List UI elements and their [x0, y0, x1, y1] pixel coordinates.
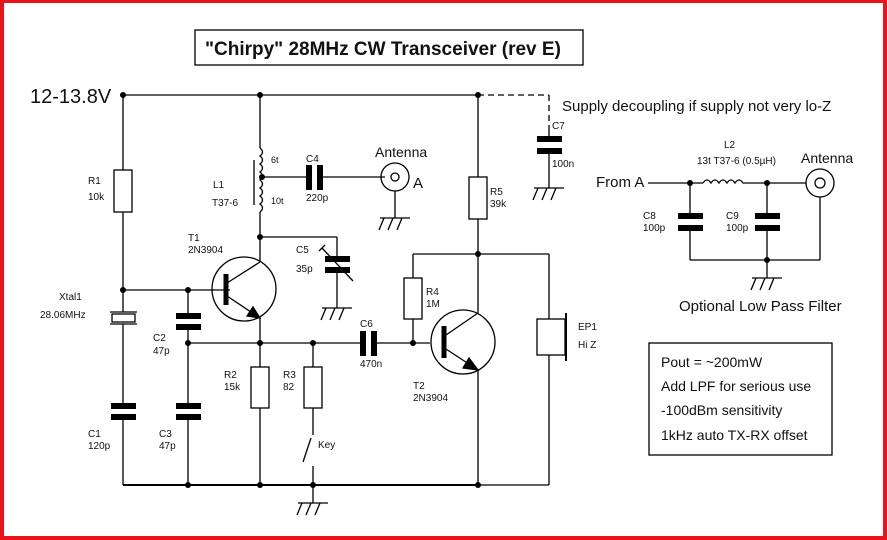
- ep1-value: Hi Z: [578, 340, 596, 351]
- junction-dots: [120, 92, 770, 488]
- spec-line: Add LPF for serious use: [661, 378, 811, 394]
- l2-value: 13t T37-6 (0.5µH): [697, 156, 776, 167]
- c4-value: 220p: [306, 193, 329, 204]
- c5-ref: C5: [296, 245, 309, 256]
- ep1-ref: EP1: [578, 322, 597, 333]
- r3-resistor: [303, 366, 323, 409]
- c9-value: 100p: [726, 223, 749, 234]
- r4-ref: R4: [426, 287, 439, 298]
- antenna-marker-a: A: [413, 175, 423, 192]
- c3-ref: C3: [159, 429, 172, 440]
- lpf-antenna-label: Antenna: [801, 150, 853, 166]
- r2-ref: R2: [224, 370, 237, 381]
- c9-capacitor: [755, 213, 780, 231]
- c3-value: 47p: [159, 441, 176, 452]
- xtal1-ref: Xtal1: [59, 292, 82, 303]
- specs-box: [648, 342, 833, 456]
- t2-transistor: [430, 309, 496, 375]
- spec-line: 1kHz auto TX-RX offset: [661, 427, 808, 443]
- c8-capacitor: [678, 213, 703, 231]
- key-switch: [302, 437, 312, 463]
- spec-line: Pout = ~200mW: [661, 354, 763, 370]
- c5-value: 35p: [296, 264, 313, 275]
- c7-value: 100n: [552, 159, 574, 170]
- l1-ref: L1: [213, 180, 225, 191]
- c4-ref: C4: [306, 154, 319, 165]
- t1-transistor: [211, 256, 277, 322]
- from-a-label: From A: [596, 174, 644, 191]
- r1-resistor: [113, 169, 133, 213]
- ep1-earphone: [536, 318, 566, 356]
- l1-tap-lower: 10t: [271, 196, 284, 206]
- antenna-label-main: Antenna: [375, 144, 427, 160]
- frame-top-border: [0, 0, 887, 3]
- c1-capacitor: [111, 403, 136, 420]
- r5-value: 39k: [490, 199, 507, 210]
- r2-value: 15k: [224, 382, 241, 393]
- c2-value: 47p: [153, 346, 170, 357]
- r4-resistor: [403, 277, 423, 320]
- r5-ref: R5: [490, 187, 503, 198]
- r2-resistor: [250, 366, 270, 409]
- r1-ref: R1: [88, 176, 101, 187]
- t1-value: 2N3904: [188, 245, 223, 256]
- key-label: Key: [318, 440, 335, 451]
- spec-line: -100dBm sensitivity: [661, 402, 782, 418]
- r5-resistor: [468, 176, 488, 220]
- antenna-connector-lpf: [805, 168, 835, 198]
- c1-ref: C1: [88, 429, 101, 440]
- decoupling-note: Supply decoupling if supply not very lo-…: [562, 98, 831, 115]
- xtal1-crystal: [111, 313, 136, 323]
- c8-ref: C8: [643, 211, 656, 222]
- l1-inductor: [258, 147, 264, 213]
- r4-value: 1M: [426, 299, 440, 310]
- c1-value: 120p: [88, 441, 111, 452]
- lpf-caption: Optional Low Pass Filter: [679, 298, 842, 315]
- r3-ref: R3: [283, 370, 296, 381]
- r1-value: 10k: [88, 192, 105, 203]
- l2-inductor: [702, 179, 753, 185]
- c2-ref: C2: [153, 333, 166, 344]
- c4-capacitor: [306, 165, 323, 190]
- title-text: "Chirpy" 28MHz CW Transceiver (rev E): [205, 39, 561, 60]
- c3-capacitor: [176, 403, 201, 420]
- t2-ref: T2: [413, 381, 425, 392]
- l1-value: T37-6: [212, 198, 239, 209]
- c6-value: 470n: [360, 359, 382, 370]
- c6-ref: C6: [360, 319, 373, 330]
- title-box: [194, 29, 584, 66]
- c7-ref: C7: [552, 121, 565, 132]
- c5-trimmer-capacitor: [318, 244, 354, 282]
- xtal1-value: 28.06MHz: [40, 310, 86, 321]
- supply-voltage-label: 12-13.8V: [30, 86, 112, 108]
- c6-capacitor: [360, 331, 377, 356]
- l2-ref: L2: [724, 140, 736, 151]
- c7-capacitor: [537, 136, 562, 154]
- c2-capacitor: [176, 313, 201, 330]
- l1-tap-upper: 6t: [271, 155, 279, 165]
- t1-ref: T1: [188, 233, 200, 244]
- t2-value: 2N3904: [413, 393, 448, 404]
- c8-value: 100p: [643, 223, 666, 234]
- r3-value: 82: [283, 382, 295, 393]
- c9-ref: C9: [726, 211, 739, 222]
- antenna-connector-a: [380, 162, 410, 192]
